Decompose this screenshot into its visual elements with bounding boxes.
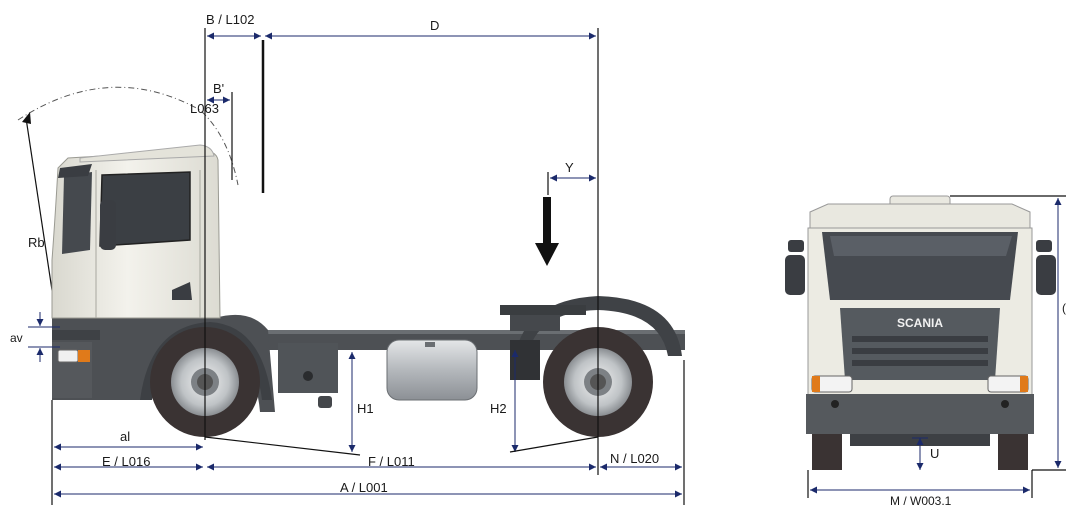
- label-m-w003: M / W003.1: [890, 494, 952, 505]
- label-e-l016: E / L016: [102, 454, 150, 469]
- label-l063: L063: [190, 101, 219, 116]
- rb-arrow: [22, 112, 31, 124]
- fifth-wheel: [500, 305, 586, 315]
- battery-box: [278, 343, 338, 393]
- front-tyre-right: [998, 434, 1028, 470]
- mirror-left: [785, 255, 805, 295]
- front-tyre-left: [812, 434, 842, 470]
- label-f-l011: F / L011: [368, 454, 415, 469]
- label-h1: H1: [357, 401, 374, 416]
- cab-roof: [79, 144, 215, 163]
- brand-logo: SCANIA: [897, 316, 943, 330]
- side-view: B / L102 D B' L063 Y Rb av H1 H2 al: [10, 12, 685, 505]
- cab-roof-front: [809, 203, 1031, 229]
- front-bumper-front: [806, 394, 1034, 434]
- cab-tilt-arc: [17, 86, 239, 186]
- label-av: av: [10, 331, 23, 345]
- label-rb: Rb: [28, 235, 45, 250]
- rb-radius-line: [25, 117, 56, 311]
- cab-window: [100, 172, 190, 246]
- label-al: al: [120, 429, 130, 444]
- label-a-l001: A / L001: [340, 480, 388, 495]
- label-d: D: [430, 18, 439, 33]
- label-height-cut: (: [1062, 301, 1066, 315]
- label-y: Y: [565, 160, 574, 175]
- fuel-tank: [386, 339, 478, 401]
- load-arrow: [535, 197, 559, 266]
- label-u: U: [930, 446, 939, 461]
- front-view: SCANIA U M / W003.1 (: [785, 195, 1066, 505]
- label-b-l102: B / L102: [206, 12, 254, 27]
- label-n-l020: N / L020: [610, 451, 659, 466]
- mirror: [100, 200, 116, 250]
- label-b-prime: B': [213, 81, 224, 96]
- label-h2: H2: [490, 401, 507, 416]
- mirror-right: [1036, 255, 1056, 295]
